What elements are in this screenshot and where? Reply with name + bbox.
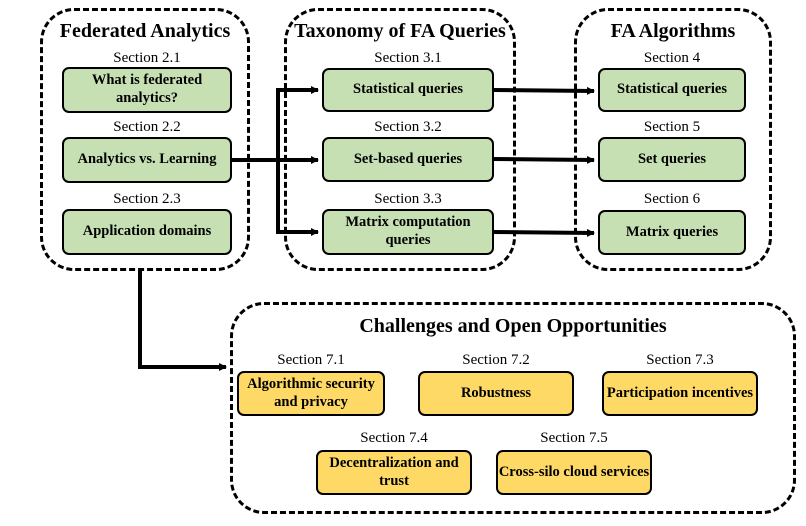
algorithmic-security-box: Algorithmic security and privacy: [237, 371, 385, 416]
alg-matrix-queries-box: Matrix queries: [598, 210, 746, 255]
statistical-queries-box: Statistical queries: [322, 68, 494, 112]
arrow-fa-to-challenges: [138, 270, 227, 371]
alg-set-queries-box: Set queries: [598, 137, 746, 182]
section-label: Section 7.5: [540, 430, 608, 446]
section-label: Section 7.4: [360, 430, 428, 446]
application-domains-box: Application domains: [62, 209, 232, 255]
taxonomy-group: [284, 8, 516, 271]
challenges-group: [230, 302, 796, 514]
section-label: Section 2.3: [113, 191, 181, 207]
section-label: Section 3.3: [374, 191, 442, 207]
participation-incentives-box: Participation incentives: [602, 371, 758, 416]
what-is-fa-box: What is federated analytics?: [62, 67, 232, 113]
section-label: Section 2.2: [113, 119, 181, 135]
section-label: Section 3.2: [374, 119, 442, 135]
section-label: Section 4: [643, 50, 701, 66]
set-based-queries-box: Set-based queries: [322, 137, 494, 182]
section-label: Section 3.1: [374, 50, 442, 66]
taxonomy-title: Taxonomy of FA Queries: [294, 20, 506, 42]
fa-algorithms-title: FA Algorithms: [610, 20, 736, 42]
challenges-title: Challenges and Open Opportunities: [359, 315, 667, 337]
decentralization-trust-box: Decentralization and trust: [316, 450, 472, 495]
cross-silo-cloud-box: Cross-silo cloud services: [496, 450, 652, 495]
arrow-to-statistical: [276, 86, 319, 160]
matrix-computation-queries-box: Matrix computation queries: [322, 209, 494, 255]
federated-analytics-group: [40, 8, 250, 271]
federated-analytics-title: Federated Analytics: [59, 20, 231, 42]
section-label: Section 2.1: [113, 50, 181, 66]
fa-algorithms-group: [574, 8, 772, 271]
analytics-vs-learning-box: Analytics vs. Learning: [62, 137, 232, 183]
arrow-statistical-to-alg: [492, 86, 595, 95]
section-label: Section 7.3: [646, 352, 714, 368]
alg-statistical-queries-box: Statistical queries: [598, 68, 746, 112]
arrow-set-to-alg: [492, 155, 595, 164]
section-label: Section 7.2: [462, 352, 530, 368]
robustness-box: Robustness: [418, 371, 574, 416]
arrow-matrix-to-alg: [492, 228, 595, 237]
section-label: Section 7.1: [277, 352, 345, 368]
section-label: Section 5: [643, 119, 701, 135]
arrow-to-matrix: [276, 160, 319, 236]
section-label: Section 6: [643, 191, 701, 207]
